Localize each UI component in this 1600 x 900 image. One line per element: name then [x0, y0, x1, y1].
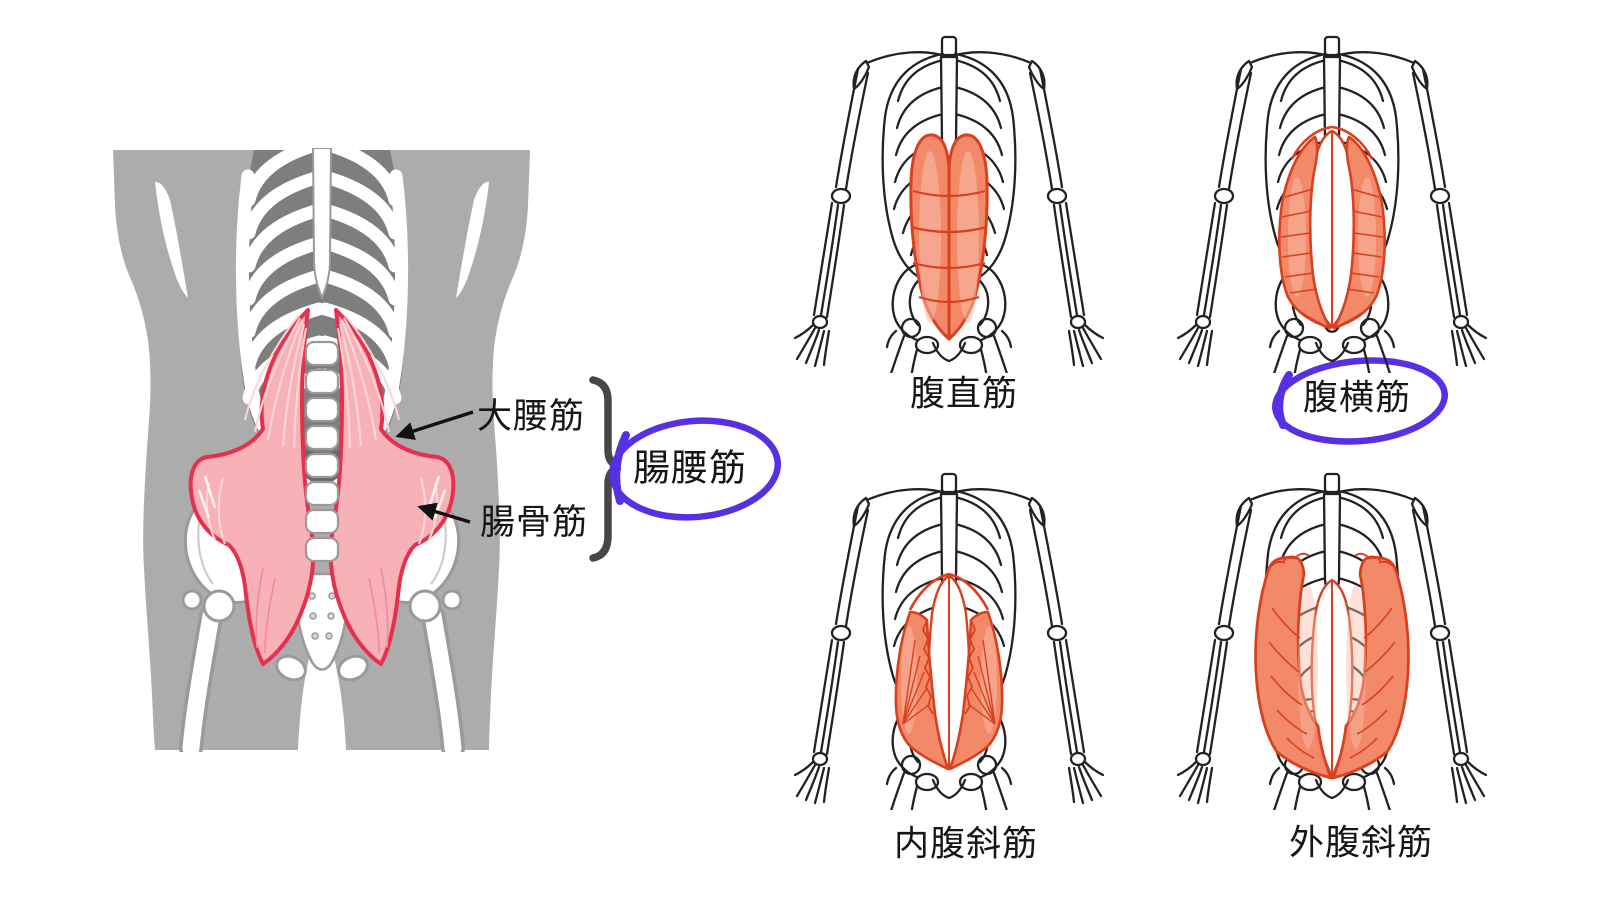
rectus-abdominis-label: 腹直筋: [909, 374, 1019, 415]
internal-oblique-label: 内腹斜筋: [893, 824, 1039, 865]
figure-internal-oblique: [763, 462, 1135, 810]
iliacus-arrow: [417, 502, 471, 524]
figure-external-oblique: [1146, 462, 1518, 810]
transversus-circle-annotation: [1268, 356, 1453, 446]
figure-rectus-abdominis: [763, 25, 1135, 373]
external-oblique-label: 外腹斜筋: [1288, 823, 1434, 864]
psoas-major-label: 大腰筋: [477, 397, 586, 437]
figure-transversus-abdominis: [1146, 25, 1518, 373]
psoas-arrow: [395, 410, 474, 441]
iliacus-label: 腸骨筋: [480, 503, 589, 543]
transversus-abdominis-label: 腹横筋: [1302, 378, 1412, 419]
iliopsoas-circle-annotation: [603, 413, 788, 525]
iliopsoas-figure: [105, 148, 535, 752]
iliopsoas-label: 腸腰筋: [633, 446, 747, 490]
